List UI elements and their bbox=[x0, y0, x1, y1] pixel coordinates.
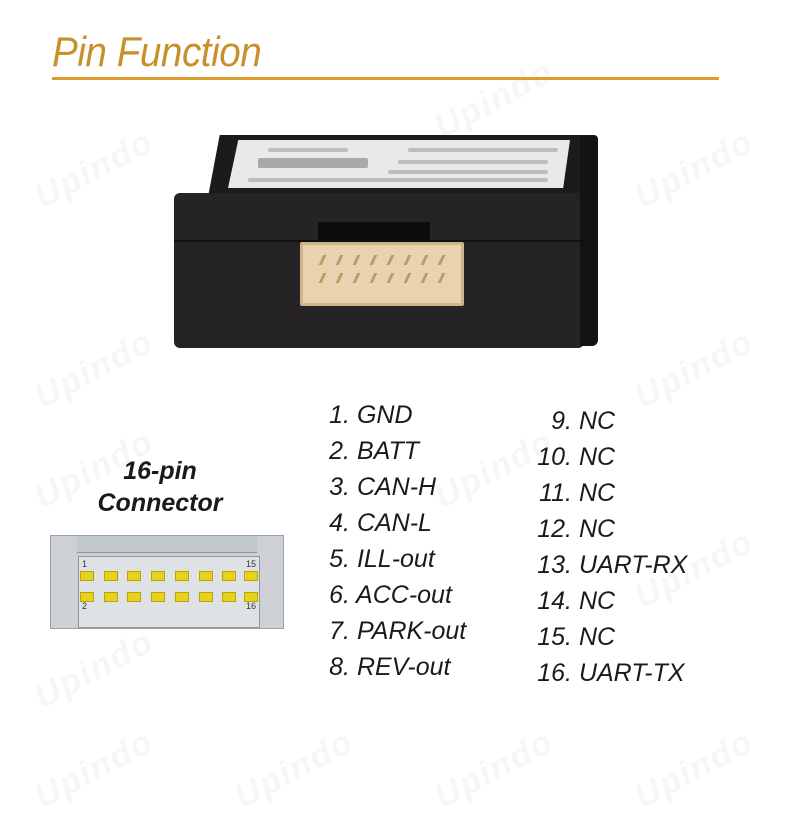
watermark: Upindo bbox=[628, 722, 760, 817]
pin-item: 14. NC bbox=[537, 587, 616, 615]
page-title: Pin Function bbox=[52, 28, 262, 75]
watermark: Upindo bbox=[228, 722, 360, 817]
watermark: Upindo bbox=[28, 722, 160, 817]
pin-label-1: 1 bbox=[82, 559, 88, 569]
connector-title: 16-pin Connector bbox=[97, 457, 223, 517]
pin-item: 11. NC bbox=[539, 479, 616, 507]
watermark: Upindo bbox=[28, 322, 160, 417]
pin-label-16: 16 bbox=[245, 601, 256, 611]
pin-item: 4. CAN-L bbox=[329, 509, 432, 537]
pin-item: 10. NC bbox=[537, 443, 616, 471]
pin-item: 9. NC bbox=[551, 407, 616, 435]
connector-diagram: 1 2 15 16 bbox=[50, 535, 284, 629]
device-photo bbox=[170, 100, 630, 370]
pin-item: 12. NC bbox=[537, 515, 616, 543]
pin-item: 1. GND bbox=[329, 401, 413, 429]
pin-item: 5. ILL-out bbox=[329, 545, 435, 573]
device-label-sticker bbox=[228, 140, 570, 188]
watermark: Upindo bbox=[628, 122, 760, 217]
pin-label-15: 15 bbox=[245, 559, 256, 569]
pin-item: 7. PARK-out bbox=[329, 617, 467, 645]
connector-latch bbox=[318, 222, 430, 240]
device-seam bbox=[174, 240, 584, 242]
pin-item: 2. BATT bbox=[329, 437, 419, 465]
watermark: Upindo bbox=[428, 722, 560, 817]
device-connector-socket bbox=[300, 242, 464, 306]
title-underline bbox=[52, 77, 719, 80]
watermark: Upindo bbox=[28, 122, 160, 217]
pin-list-left: 1. GND 2. BATT 3. CAN-H 4. CAN-L 5. ILL-… bbox=[320, 397, 466, 685]
pin-item: 15. NC bbox=[537, 623, 616, 651]
pin-item: 8. REV-out bbox=[329, 653, 451, 681]
pin-item: 3. CAN-H bbox=[329, 473, 437, 501]
pin-item: 13. UART-RX bbox=[537, 551, 688, 579]
device-side bbox=[580, 136, 598, 346]
watermark: Upindo bbox=[28, 622, 160, 717]
pin-item: 16. UART-TX bbox=[537, 659, 685, 687]
pin-label-2: 2 bbox=[82, 601, 88, 611]
pin-item: 6. ACC-out bbox=[329, 581, 452, 609]
pin-list-right: 9. NC 10. NC 11. NC 12. NC 13. UART-RX 1… bbox=[528, 403, 687, 691]
